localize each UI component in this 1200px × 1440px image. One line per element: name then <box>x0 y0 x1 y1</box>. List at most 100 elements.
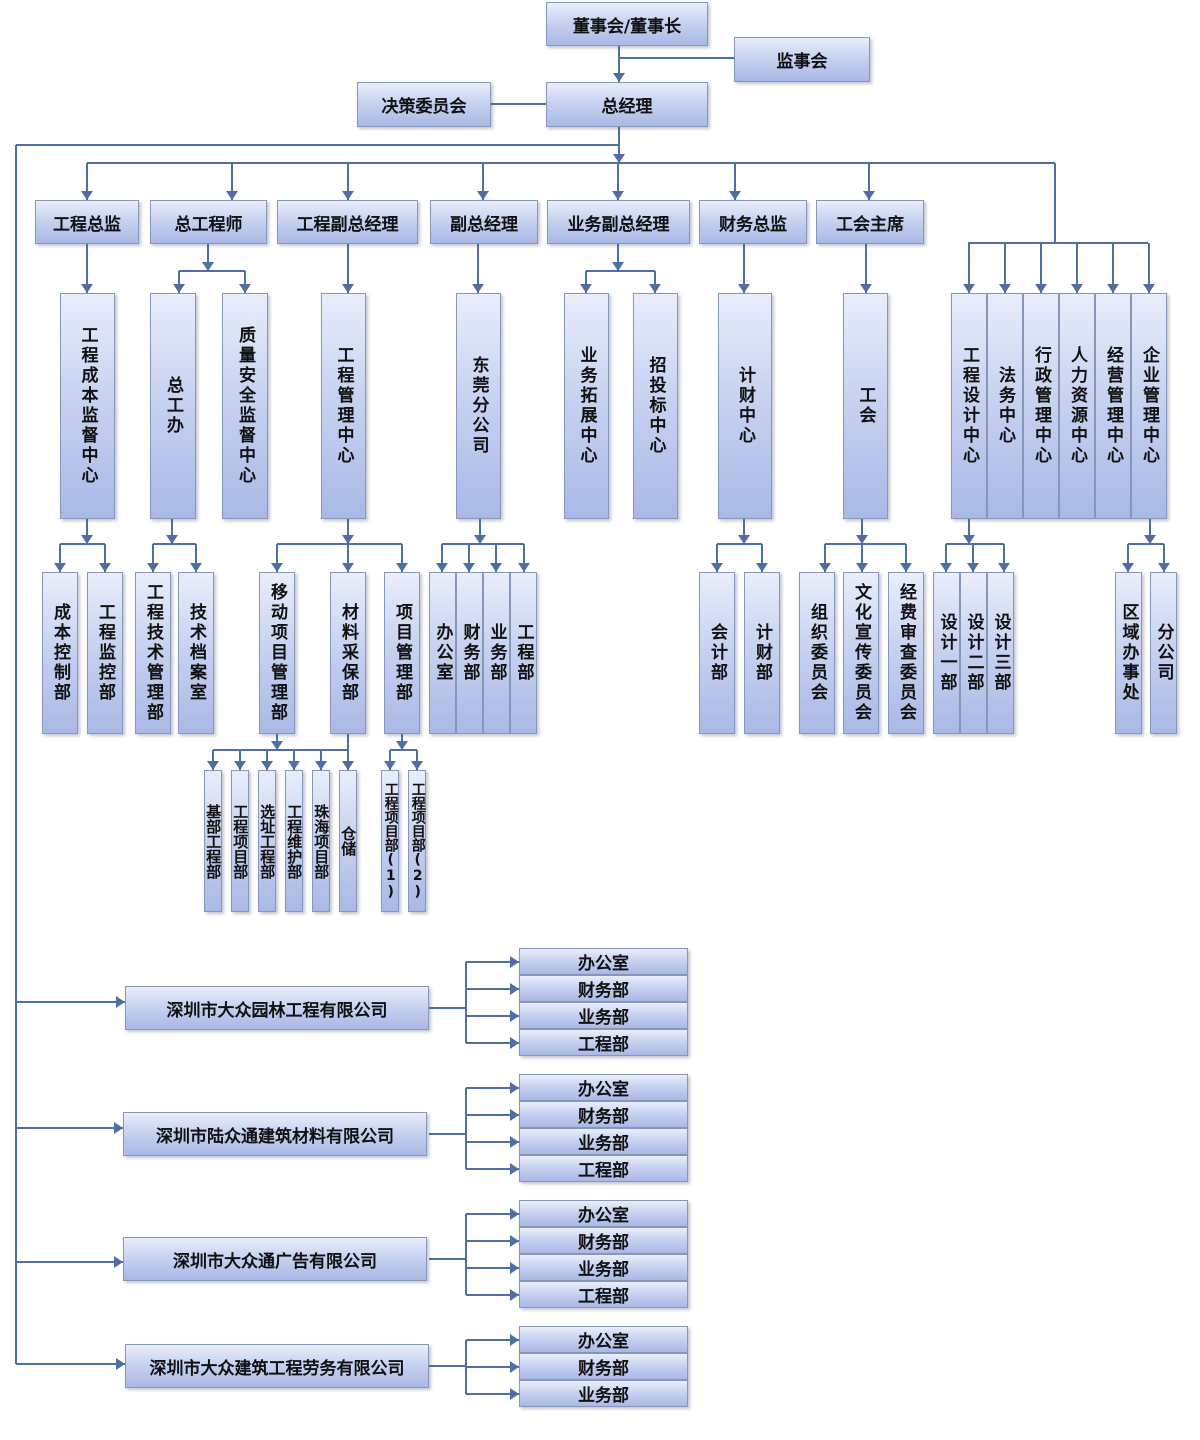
dept-material-procurement: 材料采保部 <box>330 572 366 734</box>
c3-engineering: 工程部 <box>519 1281 688 1308</box>
arrowhead <box>510 1010 519 1022</box>
arrowhead <box>510 983 519 995</box>
sub-warehouse: 仓储 <box>339 770 357 912</box>
supervisors-box: 监事会 <box>734 37 870 82</box>
arrowhead <box>234 761 246 770</box>
center-quality-safety: 质量安全监督中心 <box>222 293 268 519</box>
c2-engineering: 工程部 <box>519 1155 688 1182</box>
c1-finance: 财务部 <box>519 975 688 1002</box>
vice-gm-box: 副总经理 <box>430 200 538 244</box>
sub-project-dept-2: 工程项目部(2) <box>408 770 426 912</box>
dept-branch-company: 分公司 <box>1150 572 1177 734</box>
dept-dg-finance: 财务部 <box>456 572 483 734</box>
dept-design-1: 设计一部 <box>933 572 960 734</box>
arrowhead <box>190 563 202 572</box>
arrowhead <box>114 1256 123 1268</box>
dept-accounting: 会计部 <box>699 572 735 734</box>
arrowhead <box>271 563 283 572</box>
arrowhead <box>1143 284 1155 293</box>
arrowhead <box>114 1122 123 1134</box>
dept-regional-office: 区域办事处 <box>1115 572 1142 734</box>
arrowhead <box>963 535 975 544</box>
arrowhead <box>207 761 219 770</box>
arrowhead <box>649 284 661 293</box>
arrowhead <box>271 741 283 750</box>
arrowhead <box>510 1109 519 1121</box>
arrowhead <box>612 191 624 200</box>
decision-committee-box: 决策委员会 <box>357 82 491 127</box>
arrowhead <box>1144 535 1156 544</box>
arrowhead <box>510 1289 519 1301</box>
arrowhead <box>342 761 354 770</box>
arrowhead <box>1158 563 1170 572</box>
arrowhead <box>147 563 159 572</box>
arrowhead <box>940 563 952 572</box>
arrowhead <box>315 761 327 770</box>
arrowhead <box>1122 563 1134 572</box>
arrowhead <box>510 1235 519 1247</box>
arrowhead <box>612 262 624 271</box>
arrowhead <box>54 563 66 572</box>
center-legal: 法务中心 <box>987 293 1023 519</box>
center-bidding: 招投标中心 <box>633 293 678 519</box>
center-business-expansion: 业务拓展中心 <box>564 293 609 519</box>
sub-engineering-project: 工程项目部 <box>231 770 249 912</box>
center-human-resources: 人力资源中心 <box>1059 293 1095 519</box>
arrowhead <box>998 563 1010 572</box>
center-chief-engineer-office: 总工办 <box>150 293 196 519</box>
arrowhead <box>490 563 502 572</box>
arrowhead <box>856 563 868 572</box>
arrowhead <box>226 191 238 200</box>
arrowhead <box>510 1163 519 1175</box>
arrowhead <box>384 761 396 770</box>
sub-project-dept-1: 工程项目部(1) <box>381 770 399 912</box>
company-landscape: 深圳市大众园林工程有限公司 <box>125 986 429 1030</box>
company-building-materials: 深圳市陆众通建筑材料有限公司 <box>123 1112 427 1156</box>
arrowhead <box>510 1208 519 1220</box>
arrowhead <box>510 1334 519 1346</box>
center-enterprise-mgmt: 企业管理中心 <box>1131 293 1167 519</box>
arrowhead <box>99 563 111 572</box>
arrowhead <box>436 563 448 572</box>
dept-tech-archive: 技术档案室 <box>178 572 214 734</box>
dept-design-3: 设计三部 <box>987 572 1014 734</box>
center-dongguan-branch: 东莞分公司 <box>456 293 501 519</box>
arrowhead <box>81 535 93 544</box>
sub-engineering-maintenance: 工程维护部 <box>285 770 303 912</box>
dept-engineering-tech-mgmt: 工程技术管理部 <box>135 572 171 734</box>
engineering-vice-gm-box: 工程副总经理 <box>277 200 418 244</box>
arrowhead <box>819 563 831 572</box>
c4-business: 业务部 <box>519 1380 688 1407</box>
arrowhead <box>342 563 354 572</box>
company-advertising: 深圳市大众通广告有限公司 <box>123 1237 427 1281</box>
c1-business: 业务部 <box>519 1002 688 1029</box>
arrowhead <box>738 535 750 544</box>
arrowhead <box>729 191 741 200</box>
arrowhead <box>1071 284 1083 293</box>
sub-zhuhai-project: 珠海项目部 <box>312 770 330 912</box>
arrowhead <box>738 284 750 293</box>
dept-dg-engineering: 工程部 <box>510 572 537 734</box>
arrowhead <box>166 535 178 544</box>
c4-office: 办公室 <box>519 1326 688 1353</box>
center-engineering-mgmt: 工程管理中心 <box>321 293 366 519</box>
arrowhead <box>967 563 979 572</box>
dept-dg-business: 业务部 <box>483 572 510 734</box>
arrowhead <box>81 284 93 293</box>
arrowhead <box>116 996 125 1008</box>
c2-finance: 财务部 <box>519 1101 688 1128</box>
arrowhead <box>116 1358 125 1370</box>
arrowhead <box>396 741 408 750</box>
c1-engineering: 工程部 <box>519 1029 688 1056</box>
center-admin-mgmt: 行政管理中心 <box>1023 293 1059 519</box>
center-finance-planning: 计财中心 <box>718 293 772 519</box>
arrowhead <box>613 73 625 82</box>
engineering-director-box: 工程总监 <box>35 200 139 244</box>
union-chair-box: 工会主席 <box>816 200 924 244</box>
arrowhead <box>963 284 975 293</box>
arrowhead <box>463 563 475 572</box>
c1-office: 办公室 <box>519 948 688 975</box>
dept-culture-committee: 文化宣传委员会 <box>843 572 879 734</box>
arrowhead <box>711 563 723 572</box>
arrowhead <box>510 1037 519 1049</box>
